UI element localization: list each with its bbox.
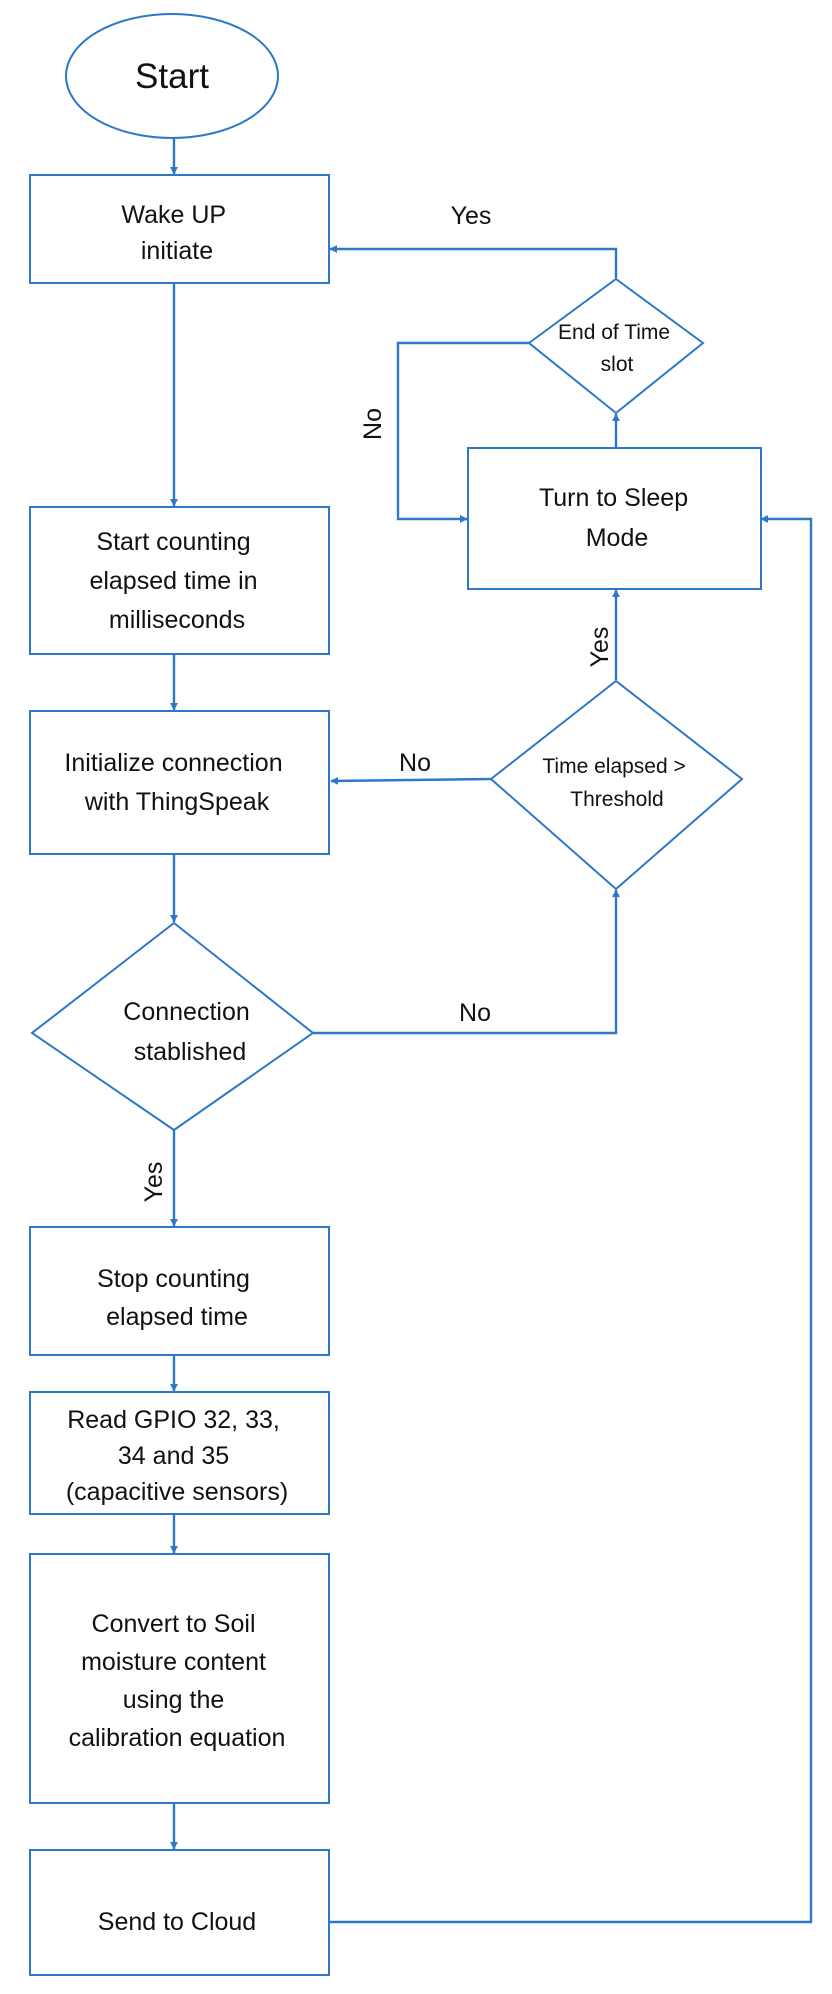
sleep-rect — [467, 447, 762, 590]
connectors — [170, 139, 813, 1924]
svg-text:Read GPIO 32, 33, 34 and: Read GPIO 32, 33, 34 and 35 (capacitive … — [66, 1406, 288, 1506]
count-line-1: Start counting — [96, 528, 250, 556]
init-line-1: Initialize connection — [64, 749, 282, 777]
threshold-line-1: Time elapsed > — [542, 755, 685, 778]
read-line-3: (capacitive sensors) — [66, 1478, 288, 1506]
arrow-threshold-no-to-init — [330, 776, 492, 785]
read-line-2: 34 and 35 — [118, 1442, 229, 1470]
svg-text:Stop counting elapsed ti: Stop counting elapsed time — [97, 1265, 257, 1331]
endslot-line-2: slot — [601, 353, 634, 376]
read-box: Read GPIO 32, 33, 34 and 35 (capacitive … — [29, 1391, 330, 1515]
label-no-to-init: No — [399, 749, 431, 777]
start-ellipse — [65, 13, 279, 139]
svg-text:Time elapsed > Threshold: Time elapsed > Threshold — [542, 755, 691, 811]
wake-box: Wake UP initiate — [29, 174, 330, 284]
read-rect — [29, 1391, 330, 1515]
count-rect — [29, 506, 330, 655]
send-label: Send to Cloud — [98, 1908, 256, 1936]
convert-line-1: Convert to Soil — [92, 1610, 256, 1638]
connection-diamond — [30, 921, 315, 1132]
start-label: Start — [135, 57, 209, 96]
count-line-3: milliseconds — [109, 606, 245, 634]
label-no-loop: No — [359, 408, 387, 440]
endslot-line-1: End of Time — [558, 321, 670, 344]
arrow-endslot-yes-to-wake — [329, 245, 618, 278]
init-rect — [29, 710, 330, 855]
start-node: Start — [65, 13, 279, 139]
sleep-line-1: Turn to Sleep — [539, 484, 688, 512]
connector-labels: Yes No Yes No No Yes — [140, 202, 614, 1202]
threshold-line-2: Threshold — [570, 788, 663, 811]
svg-text:End of Time slot: End of Time slot — [558, 321, 676, 376]
convert-line-2: moisture content — [81, 1648, 266, 1676]
arrow-endslot-no-to-sleep — [396, 341, 529, 523]
stop-line-1: Stop counting — [97, 1265, 250, 1293]
svg-text:Turn to Sleep Mode: Turn to Sleep Mode — [539, 484, 695, 552]
svg-text:Connection stablished: Connection stablished — [123, 998, 256, 1066]
convert-line-4: calibration equation — [69, 1724, 286, 1752]
send-box: Send to Cloud — [29, 1849, 330, 1976]
send-rect — [29, 1849, 330, 1976]
conn-line-1: Connection — [123, 998, 249, 1026]
arrow-conn-no-to-threshold — [313, 889, 620, 1035]
endslot-diamond — [527, 277, 705, 415]
wake-line-2: initiate — [141, 237, 213, 265]
wake-line-1: Wake UP — [121, 201, 225, 229]
svg-text:Start counting elapsed t: Start counting elapsed time in milliseco… — [89, 528, 264, 634]
init-box: Initialize connection with ThingSpeak — [29, 710, 330, 855]
svg-text:Initialize connection wi: Initialize connection with ThingSpeak — [64, 749, 289, 816]
svg-text:Convert to Soil moisture: Convert to Soil moisture content using t… — [69, 1610, 286, 1752]
conn-line-2: stablished — [134, 1038, 247, 1066]
read-line-1: Read GPIO 32, 33, — [67, 1406, 280, 1434]
threshold-diamond — [489, 679, 744, 891]
count-box: Start counting elapsed time in milliseco… — [29, 506, 330, 655]
stop-line-2: elapsed time — [106, 1303, 248, 1331]
sleep-line-2: Mode — [586, 524, 649, 552]
stop-rect — [29, 1226, 330, 1356]
wake-rect — [29, 174, 330, 284]
connection-decision: Connection stablished — [30, 921, 315, 1132]
convert-box: Convert to Soil moisture content using t… — [29, 1553, 330, 1804]
endslot-decision: End of Time slot — [527, 277, 705, 415]
threshold-decision: Time elapsed > Threshold — [489, 679, 744, 891]
stop-box: Stop counting elapsed time — [29, 1226, 330, 1356]
label-no-to-threshold: No — [459, 999, 491, 1027]
convert-line-3: using the — [123, 1686, 224, 1714]
sleep-box: Turn to Sleep Mode — [467, 447, 762, 590]
svg-text:Wake UP initiate: Wake UP initiate — [121, 201, 232, 265]
init-line-2: with ThingSpeak — [84, 788, 270, 816]
convert-rect — [29, 1553, 330, 1804]
label-yes-to-sleep: Yes — [586, 627, 614, 668]
label-yes-to-stop: Yes — [140, 1162, 168, 1203]
label-yes-to-wake: Yes — [451, 202, 492, 230]
arrow-send-to-sleep — [329, 515, 813, 1924]
count-line-2: elapsed time in — [89, 567, 257, 595]
